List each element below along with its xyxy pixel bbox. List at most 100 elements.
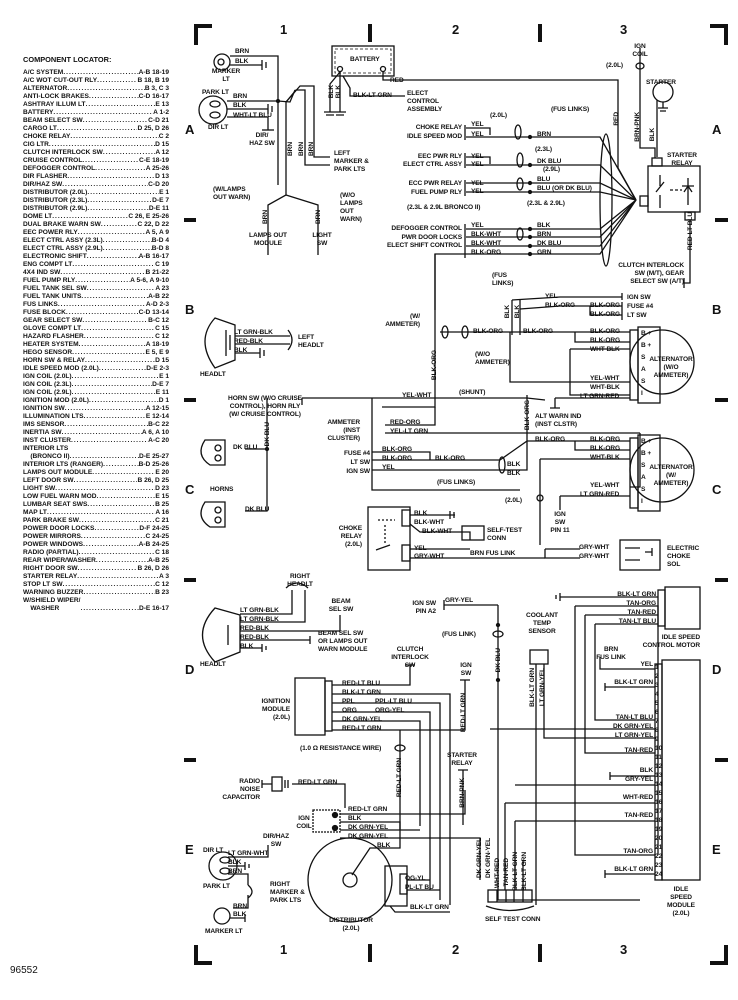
locator-item-name: LAMPS OUT MODULE bbox=[23, 469, 93, 476]
wire-color-label: LT GRN-BLK bbox=[240, 616, 279, 623]
fuse-4-c-label: FUSE #4 bbox=[343, 450, 370, 457]
wire-color-label: BLK bbox=[639, 767, 653, 774]
dot-leader bbox=[103, 149, 155, 157]
locator-item: ELECT CTRL ASSY (2.9L)B-D 8 bbox=[23, 245, 169, 253]
headlt-b-label: HEADLT bbox=[200, 371, 226, 378]
wire-color-label: BLK-WHT bbox=[414, 519, 445, 526]
wire-color-label: YEL-WHT bbox=[590, 482, 620, 489]
wire-color-label: BLK-ORG bbox=[590, 445, 621, 452]
ign-sw-d-label: IGN SW bbox=[460, 662, 472, 677]
wire-color-label: GRY-WHT bbox=[414, 553, 445, 560]
alternator-pin-label: S bbox=[641, 462, 646, 469]
ecc-pwr-relay-label: ECC PWR RELAY bbox=[408, 180, 463, 187]
engine-2-0l-label: (2.0L) bbox=[606, 62, 623, 69]
electric-choke-sol-label: ELECTRIC CHOKE SOL bbox=[667, 545, 700, 568]
locator-item-name: FUEL TANK SEL SW bbox=[23, 285, 87, 292]
locator-item-location: B 18, B 19 bbox=[137, 77, 169, 84]
wire-color-label: BRN bbox=[233, 93, 247, 100]
locator-item-name: DIR/HAZ SW bbox=[23, 181, 63, 188]
locator-list: A/C SYSTEMA-B 18-19A/C WOT CUT-OUT RLYB … bbox=[23, 69, 169, 613]
locator-item-name: WARNING BUZZER bbox=[23, 589, 84, 596]
wire-color-label: BRN bbox=[537, 131, 551, 138]
wire-color-label: TAN-LT BLU bbox=[615, 714, 653, 721]
alternator-pin-label: B + bbox=[641, 450, 652, 457]
locator-item-location: B 23 bbox=[155, 589, 169, 596]
wire-color-label: TAN-RED bbox=[503, 858, 510, 887]
locator-title: COMPONENT LOCATOR: bbox=[23, 55, 112, 64]
locator-item-location: B 25 bbox=[155, 501, 169, 508]
wire-color-label: BLK bbox=[507, 461, 521, 468]
locator-item-location: E 5, E 9 bbox=[145, 349, 169, 356]
dot-leader bbox=[79, 341, 146, 349]
locator-item-location: C 19 bbox=[155, 261, 169, 268]
locator-item-location: C 2 bbox=[158, 133, 169, 140]
self-test-conn-c-label: SELF-TEST CONN bbox=[487, 527, 522, 542]
locator-item: IGN COIL (2.0L)E 1 bbox=[23, 373, 169, 381]
wire-color-label: YEL bbox=[471, 180, 484, 187]
wire-color-label: DK BLU bbox=[537, 158, 562, 165]
park-lt-label: PARK LT bbox=[202, 89, 229, 96]
wire-color-label: BLK bbox=[335, 85, 342, 99]
lt-sw-b-label: LT SW bbox=[627, 312, 647, 319]
locator-item-location: A-B 25 bbox=[148, 557, 169, 564]
module-pin-number: 11 bbox=[655, 754, 662, 761]
wire-color-label: LT GRN-YEL bbox=[539, 668, 546, 707]
dot-leader bbox=[81, 533, 146, 541]
locator-item-name: FUEL TANK UNITS bbox=[23, 293, 82, 300]
locator-item-name: A/C SYSTEM bbox=[23, 69, 64, 76]
locator-item: W/SHIELD WIPER/ WASHERD-E 16-17 bbox=[23, 597, 169, 613]
brn-fus-link-d-label: BRN FUS LINK bbox=[596, 646, 626, 661]
locator-item-name: DOME LT bbox=[23, 213, 53, 220]
locator-item-name: POWER WINDOWS bbox=[23, 541, 84, 548]
locator-item-location: D-E 25-27 bbox=[138, 453, 169, 460]
locator-item-name: ILLUMINATION LTS bbox=[23, 413, 84, 420]
locator-item: INTERIOR LTS (RANGER)B-D 25-26 bbox=[23, 461, 169, 469]
locator-item: LEFT DOOR SWB 26, D 25 bbox=[23, 477, 169, 485]
locator-item-location: D-E 7 bbox=[152, 381, 169, 388]
wire-color-label: BLK-ORG bbox=[382, 455, 413, 462]
locator-item-location: A 6, A 10 bbox=[141, 429, 169, 436]
row-label-c: C bbox=[185, 482, 195, 497]
locator-item-name: LEFT DOOR SW bbox=[23, 477, 74, 484]
beam-sel-or-lamps-out-label: BEAM SEL SW OR LAMPS OUT WARN MODULE bbox=[318, 630, 368, 653]
locator-item-name: ANTI-LOCK BRAKES bbox=[23, 93, 89, 100]
wire-color-label: PPL-LT BLU bbox=[375, 698, 412, 705]
wire-color-label: BLK bbox=[507, 470, 521, 477]
locator-item: BEAM SELECT SWC-D 21 bbox=[23, 117, 169, 125]
module-pin-number: 21 bbox=[655, 844, 663, 851]
wire-color-label: TAN-ORG bbox=[626, 600, 656, 607]
dot-leader bbox=[87, 253, 139, 261]
marker-lt-label: MARKER LT bbox=[211, 68, 241, 83]
wire-color-label: BRN bbox=[233, 903, 247, 910]
locator-item-name: RIGHT DOOR SW bbox=[23, 565, 78, 572]
bronco-ii-label: (2.3L & 2.9L BRONCO II) bbox=[407, 204, 481, 211]
locator-item-location: C 26, E 25-26 bbox=[128, 213, 169, 220]
ign-coil-label: IGN COIL bbox=[632, 43, 648, 58]
brn-fus-link-label: BRN FUS LINK bbox=[470, 550, 516, 557]
locator-item: DIR FLASHERD 13 bbox=[23, 173, 169, 181]
pwr-door-locks-label: PWR DOOR LOCKS bbox=[401, 234, 462, 241]
wire-color-label: BLK-WHT bbox=[471, 231, 502, 238]
locator-item: CIG LTRD 15 bbox=[23, 141, 169, 149]
locator-item-name: ASHTRAY ILLUM LT bbox=[23, 101, 86, 108]
locator-item-name: STARTER RELAY bbox=[23, 573, 78, 580]
locator-item-location: A-D 2-3 bbox=[145, 301, 169, 308]
wire-color-label: GRY-YEL bbox=[445, 597, 473, 604]
wire-color-label: LT GRN-YEL bbox=[614, 732, 653, 739]
locator-item: DISTRIBUTOR (2.0L)E 1 bbox=[23, 189, 169, 197]
locator-item-name: CARGO LT bbox=[23, 125, 57, 132]
wire-color-label: YEL bbox=[545, 293, 558, 300]
alternator-pin-label: B + bbox=[641, 330, 652, 337]
module-pin-number: 14 bbox=[655, 781, 663, 788]
dot-leader bbox=[92, 469, 155, 477]
dot-leader bbox=[103, 461, 138, 469]
wire-color-label: BRN bbox=[537, 231, 551, 238]
dot-leader bbox=[82, 317, 148, 325]
dot-leader bbox=[66, 309, 139, 317]
locator-item-location: A 23 bbox=[155, 285, 169, 292]
without-lamps-out-warn-label: (W/O LAMPS OUT WARN) bbox=[340, 192, 363, 223]
locator-item-name: DUAL BRAKE WARN SW bbox=[23, 221, 101, 228]
column-label-1: 1 bbox=[280, 22, 288, 37]
ign-sw-pin-11-label: IGN SW PIN 11 bbox=[550, 511, 570, 534]
locator-item-location: E 13 bbox=[155, 101, 169, 108]
